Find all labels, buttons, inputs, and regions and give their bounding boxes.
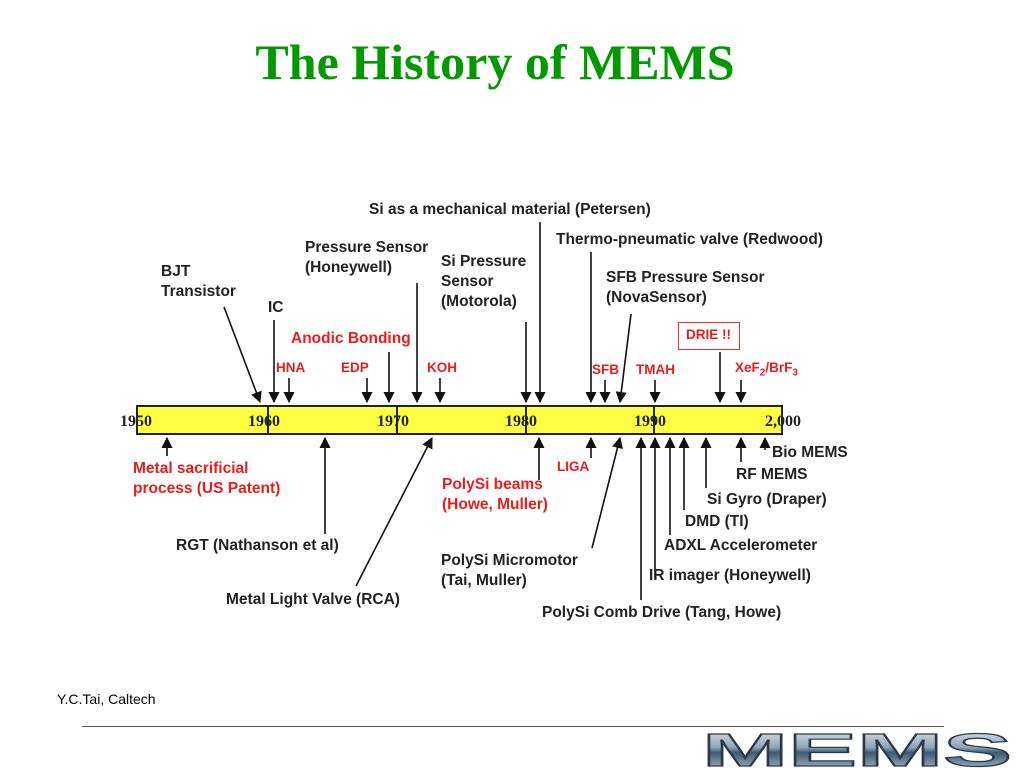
xef-subscript: 2 [759, 367, 766, 379]
page-title: The History of MEMS [255, 34, 735, 90]
arrow-sfb-pressure [615, 313, 632, 404]
event-anodic-bonding: Anodic Bonding [291, 330, 411, 347]
year-label-1990: 1990 [634, 413, 666, 430]
drie-box [678, 322, 740, 350]
event-hna: HNA [276, 360, 306, 375]
mems-logo: MEMS [702, 728, 1013, 768]
event-polysi-beams: PolySi beams (Howe, Muller) [442, 476, 548, 513]
event-si-gyro: Si Gyro (Draper) [707, 491, 827, 508]
event-edp: EDP [341, 360, 369, 375]
event-ir-imager: IR imager (Honeywell) [649, 567, 811, 584]
year-label-1960: 1960 [248, 413, 280, 430]
event-thermo-valve: Thermo-pneumatic valve (Redwood) [556, 231, 823, 248]
brf-subscript: 3 [792, 367, 798, 379]
arrow-metal-light [355, 437, 433, 587]
event-ic: IC [268, 299, 284, 316]
event-dmd: DMD (TI) [685, 513, 749, 530]
event-sfb: SFB [592, 362, 619, 377]
event-rf-mems: RF MEMS [736, 466, 808, 483]
timeline-bar [136, 405, 783, 435]
year-label-2000: 2,000 [765, 413, 801, 430]
event-drie: DRIE !! [686, 327, 731, 342]
event-polysi-comb-drive: PolySi Comb Drive (Tang, Howe) [542, 604, 782, 621]
event-xef2-brf3: XeF2/BrF3 [735, 360, 798, 382]
event-koh: KOH [427, 360, 457, 375]
xef-text: XeF [735, 360, 760, 375]
event-liga: LIGA [557, 459, 590, 474]
event-polysi-micromotor: PolySi Micromotor (Tai, Muller) [441, 552, 578, 589]
footer-rule [82, 726, 944, 727]
event-metal-sacrificial: Metal sacrificial process (US Patent) [133, 460, 281, 497]
year-label-1950: 1950 [120, 413, 152, 430]
mems-logo-text: MEMS [702, 728, 1012, 768]
author-credit: Y.C.Tai, Caltech [57, 691, 156, 707]
year-label-1970: 1970 [377, 413, 409, 430]
arrow-bjt [223, 306, 262, 404]
event-si-pressure-sensor: Si Pressure Sensor (Motorola) [441, 253, 527, 310]
event-bio-mems: Bio MEMS [772, 444, 848, 461]
event-si-mechanical: Si as a mechanical material (Petersen) [369, 201, 651, 218]
event-metal-light-valve: Metal Light Valve (RCA) [226, 591, 400, 608]
event-adxl: ADXL Accelerometer [664, 537, 818, 554]
year-label-1980: 1980 [505, 413, 537, 430]
event-rgt: RGT (Nathanson et al) [176, 537, 339, 554]
arrow-polysi-micromotor [591, 436, 623, 549]
event-bjt-transistor: BJT Transistor [161, 263, 236, 300]
event-tmah: TMAH [636, 362, 675, 377]
event-pressure-sensor: Pressure Sensor (Honeywell) [305, 239, 429, 276]
brf-text: /BrF [765, 360, 793, 375]
event-sfb-pressure-sensor: SFB Pressure Sensor (NovaSensor) [606, 269, 765, 306]
